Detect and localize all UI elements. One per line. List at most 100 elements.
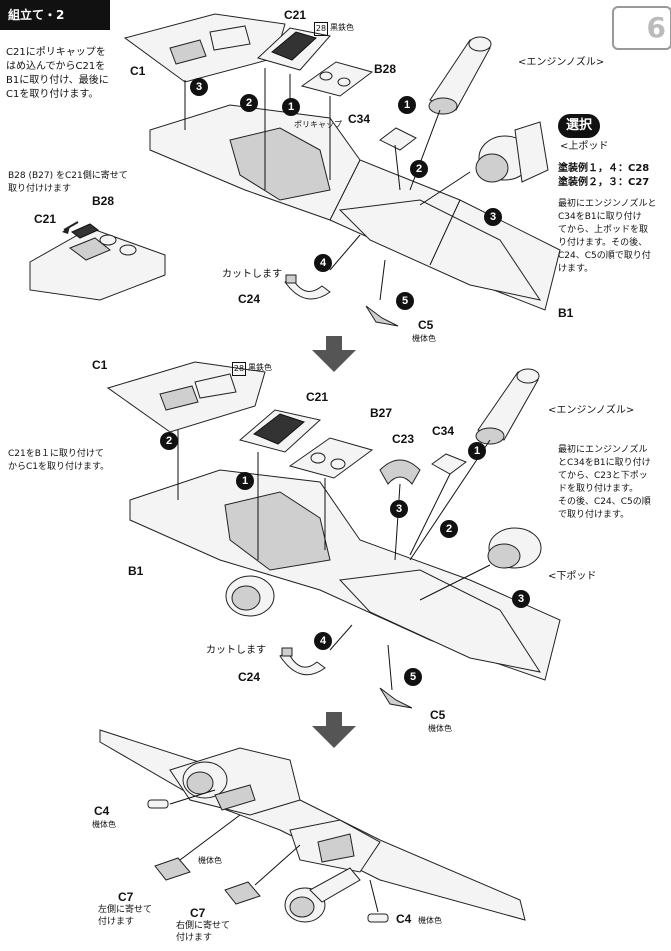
down-arrow-1: [312, 350, 356, 372]
note-line: 右側に寄せて: [176, 921, 231, 931]
color-name: 黒鉄色: [330, 23, 354, 32]
section2-note-left: C21をB１に取り付けて からC1を取り付けます。: [8, 448, 138, 474]
select-badge: 選択: [558, 114, 600, 138]
color-name: 黒鉄色: [248, 363, 272, 372]
part-c5: [365, 305, 399, 327]
label-c4-left: C4: [94, 804, 110, 818]
label-inset-c21: C21: [34, 212, 57, 226]
part-c34: [379, 127, 417, 151]
label-c24: C24: [238, 670, 261, 684]
note-line: 左側に寄せて: [98, 905, 153, 915]
label-cut: カットします: [206, 645, 266, 656]
lower-pod: [487, 527, 542, 569]
label-c5-color: 機体色: [428, 724, 452, 733]
label-c5: C5: [430, 708, 446, 722]
step-3: 3: [484, 208, 502, 226]
section1-note-right: 最初にエンジンノズルと C34をB1に取り付け てから、上ポッドを取 り付けます…: [558, 198, 668, 276]
note-line: 最初にエンジンノズルと: [558, 199, 657, 209]
label-c7-right-color: 機体色: [198, 856, 222, 865]
part-c7-left: [154, 857, 191, 881]
engine-nozzle-2: [475, 368, 540, 445]
note-line: C21をB１に取り付けて: [8, 449, 104, 459]
label-engine-nozzle: <エンジンノズル>: [548, 405, 635, 416]
engine-nozzle-1: [428, 36, 492, 115]
step-2: 2: [440, 520, 458, 538]
step-2: 2: [240, 94, 258, 112]
step-3: 3: [512, 590, 530, 608]
part-c24: [284, 277, 331, 300]
note-line: C1を取り付けます。: [6, 89, 99, 100]
step-2: 2: [160, 432, 178, 450]
step-4: 4: [314, 254, 332, 272]
note-line: からC1を取り付けます。: [8, 462, 110, 472]
label-c7-right-note: 右側に寄せて 付けます: [176, 920, 230, 944]
label-c7-left: C7: [118, 890, 134, 904]
label-b1: B1: [558, 306, 574, 320]
note-line: その後、C24、C5の順: [558, 497, 651, 507]
down-arrow-2: [312, 726, 356, 748]
note-line: 取り付けけます: [8, 184, 72, 194]
step-4: 4: [314, 632, 332, 650]
note-line: B28 (B27) をC21側に寄せて: [8, 171, 128, 181]
step-1: 1: [468, 442, 486, 460]
part-c4-right: [367, 913, 389, 923]
part-b28: [300, 61, 374, 97]
part-c1: [123, 13, 286, 83]
note-line: ドを取り付けます。: [558, 484, 639, 494]
label-c4-right: C4: [396, 912, 412, 926]
note-line: り付けます。その後、: [558, 238, 648, 248]
step-3: 3: [390, 500, 408, 518]
section1-note-left: C21にポリキャップを はめ込んでからC21を B1に取り付け、最後に C1を取…: [6, 46, 118, 102]
label-upper-pod: <上ポッド: [560, 141, 609, 152]
label-c1: C1: [130, 64, 146, 78]
label-inset-b28: B28: [92, 194, 115, 208]
label-c4-left-color: 機体色: [92, 820, 116, 829]
step-2: 2: [410, 160, 428, 178]
header-banner: 組立て・2: [0, 0, 110, 30]
color-badge-28: 28: [232, 362, 246, 376]
paint-example: 塗装例２，３：C27: [558, 177, 650, 188]
section2-note-right: 最初にエンジンノズル とC34をB1に取り付け てから、C23と下ポッ ドを取り…: [558, 444, 668, 522]
label-cut: カットします: [222, 269, 282, 280]
note-line: てから、上ポッドを取: [558, 225, 649, 235]
note-line: 最初にエンジンノズル: [558, 445, 648, 455]
label-c4-right-color: 機体色: [418, 916, 442, 925]
label-b27: B27: [370, 406, 393, 420]
part-c23: [379, 459, 421, 485]
label-b28: B28: [374, 62, 397, 76]
part-b27: [288, 437, 374, 479]
step-1: 1: [282, 98, 300, 116]
step-1: 1: [398, 96, 416, 114]
inset-note: B28 (B27) をC21側に寄せて 取り付けけます: [8, 170, 158, 196]
color-badge-28: 28: [314, 22, 328, 36]
label-c24: C24: [238, 292, 261, 306]
step-1: 1: [236, 472, 254, 490]
part-c34-2: [431, 453, 468, 475]
note-line: 付けます: [176, 933, 213, 943]
upper-pod: [475, 121, 549, 183]
label-c7-right: C7: [190, 906, 206, 920]
paint-examples: 塗装例１，４：C28 塗装例２，３：C27: [558, 162, 649, 190]
inset-detail: [29, 221, 166, 301]
note-line: C34をB1に取り付け: [558, 212, 642, 222]
label-c21: C21: [306, 390, 329, 404]
step-5: 5: [396, 292, 414, 310]
label-c1: C1: [92, 358, 108, 372]
label-c7-left-note: 左側に寄せて 付けます: [98, 904, 152, 928]
label-c21: C21: [284, 8, 307, 22]
note-line: とC34をB1に取り付け: [558, 458, 651, 468]
label-b1: B1: [128, 564, 144, 578]
note-line: てから、C23と下ポッ: [558, 471, 648, 481]
note-line: C24、C5の順で取り付: [558, 251, 651, 261]
note-line: はめ込んでからC21を: [6, 61, 106, 72]
label-c34: C34: [348, 112, 371, 126]
label-engine-nozzle: <エンジンノズル>: [518, 57, 605, 68]
label-polycap: ポリキャップ: [294, 120, 342, 129]
label-lower-pod: <下ポッド: [548, 571, 597, 582]
note-line: で取り付けます。: [558, 510, 630, 520]
part-c24-2: [279, 651, 326, 676]
note-line: B1に取り付け、最後に: [6, 75, 109, 86]
note-line: C21にポリキャップを: [6, 47, 106, 58]
note-line: けます。: [558, 264, 594, 274]
note-line: 付けます: [98, 917, 135, 927]
